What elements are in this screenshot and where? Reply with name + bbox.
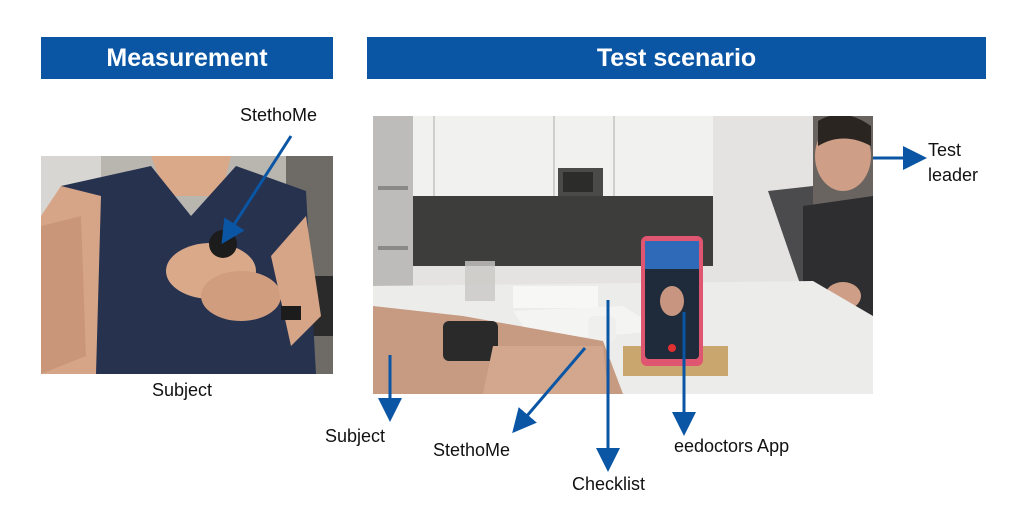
test-scenario-header: Test scenario (367, 37, 986, 79)
stethome-label-measurement: StethoMe (240, 105, 318, 125)
measurement-photo (41, 156, 333, 374)
subject-label-measurement: Subject (152, 380, 213, 400)
stethome-label-scenario: StethoMe (433, 440, 511, 460)
measurement-header: Measurement (41, 37, 333, 79)
test-leader-label: Test leader (928, 138, 978, 188)
test-scenario-photo (373, 116, 873, 394)
checklist-label: Checklist (572, 474, 646, 494)
subject-label-scenario: Subject (325, 426, 386, 446)
eedoctors-app-label: eedoctors App (674, 436, 790, 456)
test-leader-label-line1: Test (928, 140, 962, 160)
test-leader-label-line2: leader (928, 165, 979, 185)
